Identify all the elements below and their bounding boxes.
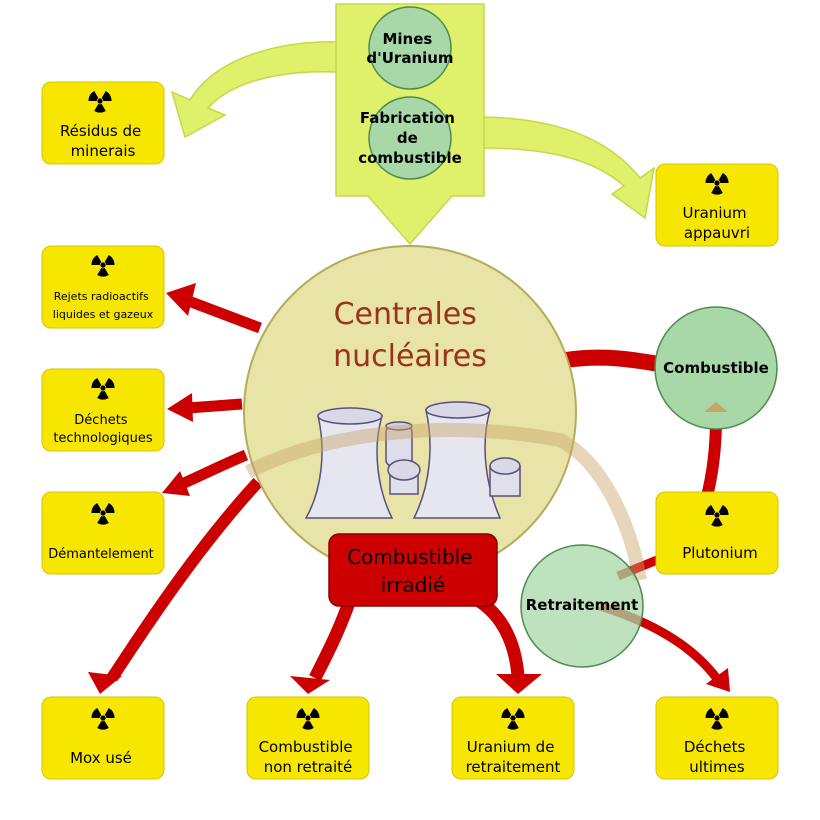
box-uranium-appauvri: Uranium appauvri bbox=[655, 163, 779, 247]
svg-text:Combustible: Combustible bbox=[663, 359, 769, 377]
svg-text:Plutonium: Plutonium bbox=[682, 544, 758, 562]
plant-circle bbox=[243, 245, 577, 579]
reprocessing-node: Retraitement bbox=[520, 544, 644, 668]
svg-text:Rejets radioactifs liq: Rejets radioactifs liquides et gazeux bbox=[53, 290, 154, 321]
fabrication-node: Fabrication de combustible bbox=[358, 96, 462, 180]
arrow-to-uranium-appauvri bbox=[481, 116, 656, 220]
arrow-to-rejets bbox=[184, 294, 262, 334]
waste-arrows bbox=[88, 283, 730, 694]
svg-text:Résidus de minerais: Résidus de minerais bbox=[60, 122, 146, 160]
box-dechets-technologiques: Déchets technologiques bbox=[41, 368, 165, 452]
box-uranium-retraitement: Uranium de retraitement bbox=[451, 696, 575, 780]
arrow-to-demantelement bbox=[179, 449, 249, 490]
svg-text:Démantelement: Démantelement bbox=[48, 547, 154, 562]
svg-text:Uranium de retraitemen: Uranium de retraitement bbox=[466, 738, 561, 776]
waste-boxes: Résidus de minerais Uranium appauvri Rej… bbox=[41, 81, 779, 780]
svg-text:Uranium appauvri: Uranium appauvri bbox=[683, 204, 752, 242]
irradiated-fuel-node: Combustible irradié bbox=[328, 533, 498, 607]
combustible-node: Combustible bbox=[654, 306, 778, 430]
arrow-plutonium-to-combustible bbox=[700, 417, 722, 502]
box-residus: Résidus de minerais bbox=[41, 81, 165, 165]
arrow-to-uranium-retraitement bbox=[467, 590, 525, 677]
box-dechets-ultimes: Déchets ultimes bbox=[655, 696, 779, 780]
box-mox-use: Mox usé bbox=[41, 696, 165, 780]
arrow-to-residus bbox=[170, 41, 339, 139]
plant-label: Centrales nucléaires bbox=[333, 297, 487, 374]
box-combustible-non-retraite: Combustible non retraité bbox=[246, 696, 370, 780]
svg-text:Retraitement: Retraitement bbox=[526, 596, 639, 614]
svg-text:Déchets ultimes: Déchets ultimes bbox=[684, 738, 750, 776]
arrow-to-dechets-tech bbox=[187, 398, 243, 414]
svg-text:Combustible non retrai: Combustible non retraité bbox=[259, 738, 358, 776]
svg-text:Mines d'Uranium: Mines d'Uranium bbox=[366, 30, 453, 67]
svg-text:Déchets technologiques: Déchets technologiques bbox=[53, 413, 153, 446]
box-rejets: Rejets radioactifs liquides et gazeux bbox=[41, 245, 165, 329]
mines-node: Mines d'Uranium bbox=[366, 6, 454, 90]
up-arrow-icon bbox=[704, 402, 728, 412]
svg-text:Fabrication de com: Fabrication de combustible bbox=[358, 109, 462, 167]
arrow-to-mox bbox=[106, 477, 263, 682]
recycle-swoosh bbox=[244, 423, 647, 582]
svg-text:Mox usé: Mox usé bbox=[70, 749, 132, 767]
box-plutonium: Plutonium bbox=[655, 491, 779, 575]
power-plant: Centrales nucléaires bbox=[243, 245, 647, 582]
box-demantelement: Démantelement bbox=[41, 491, 165, 575]
svg-text:Combustible irradié: Combustible irradié bbox=[347, 545, 479, 597]
cooling-towers-icon bbox=[304, 401, 521, 519]
